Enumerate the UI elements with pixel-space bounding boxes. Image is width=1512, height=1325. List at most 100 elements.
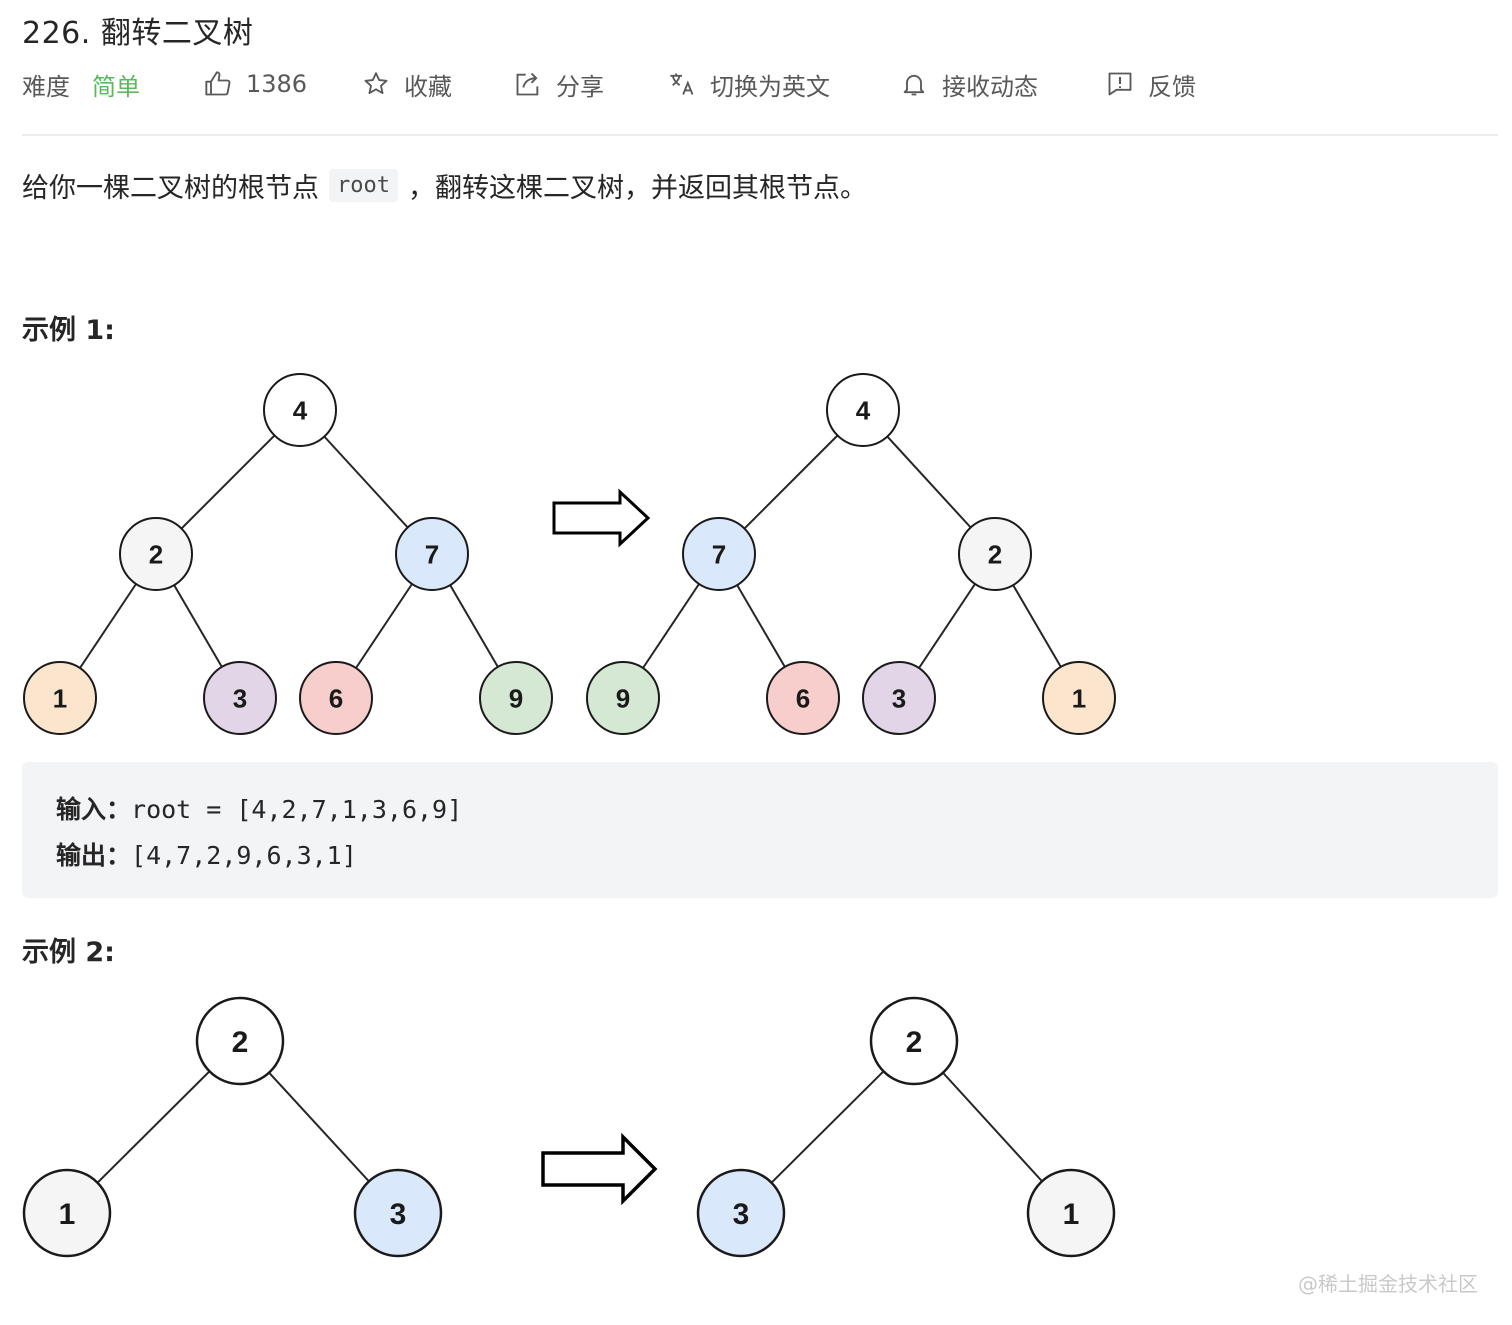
tree-node-circle — [395, 517, 469, 591]
tree-node-1: 1 — [1042, 661, 1116, 735]
arrow-right-icon — [552, 488, 651, 548]
tree-node-label: 3 — [733, 1198, 750, 1231]
tree-node-circle — [696, 1168, 786, 1258]
feedback-icon — [1108, 72, 1132, 96]
tree-node-circle — [766, 661, 840, 735]
tree-node-circle — [862, 661, 936, 735]
tree-node-circle — [195, 996, 285, 1086]
tree-node-circle — [263, 373, 337, 447]
problem-title: 226. 翻转二叉树 — [22, 16, 254, 51]
share-label: 分享 — [556, 72, 604, 101]
subscribe-label: 接收动态 — [942, 72, 1038, 101]
example-1-input: 输入：root = [4,2,7,1,3,6,9] — [56, 790, 462, 826]
tree-node-label: 9 — [616, 683, 630, 713]
tree-node-3: 3 — [203, 661, 277, 735]
tree-node-circle — [203, 661, 277, 735]
feedback-label: 反馈 — [1148, 72, 1196, 101]
tree-node-7: 7 — [395, 517, 469, 591]
tree-node-2: 2 — [195, 996, 285, 1086]
input-value: root = [4,2,7,1,3,6,9] — [131, 795, 463, 824]
tree-node-label: 7 — [712, 539, 726, 569]
tree-node-circle — [869, 996, 959, 1086]
translate-label: 切换为英文 — [710, 72, 830, 101]
example-2-tree-diagram: 2 1 3 2 3 1 — [22, 996, 1116, 1258]
tree-node-label: 3 — [892, 683, 906, 713]
tree-node-label: 4 — [856, 395, 871, 425]
watermark: @稀土掘金技术社区 — [1298, 1272, 1478, 1296]
tree-node-label: 1 — [1072, 683, 1086, 713]
tree-node-label: 1 — [1063, 1198, 1080, 1231]
tree-node-2: 2 — [958, 517, 1032, 591]
star-icon — [364, 72, 388, 95]
tree-nodes: 2 1 3 2 3 1 — [22, 996, 1116, 1258]
tree-edges — [59, 409, 1080, 699]
share-button[interactable]: 分享 — [514, 64, 604, 104]
description-text-before: 给你一棵二叉树的根节点 — [22, 173, 319, 204]
example-2-title: 示例 2: — [22, 937, 115, 968]
tree-node-3: 3 — [696, 1168, 786, 1258]
tree-node-3: 3 — [862, 661, 936, 735]
difficulty-label: 难度 — [22, 72, 70, 101]
example-1-output: 输出：[4,7,2,9,6,3,1] — [56, 836, 357, 872]
tree-node-label: 1 — [53, 683, 67, 713]
divider — [22, 134, 1498, 136]
output-value: [4,7,2,9,6,3,1] — [131, 841, 357, 870]
tree-node-circle — [1026, 1168, 1116, 1258]
tree-node-9: 9 — [479, 661, 553, 735]
favorite-label: 收藏 — [404, 72, 452, 101]
example-1-code-block: 输入：root = [4,2,7,1,3,6,9] 输出：[4,7,2,9,6,… — [22, 762, 1498, 898]
tree-node-7: 7 — [682, 517, 756, 591]
tree-node-label: 2 — [232, 1026, 249, 1059]
like-count: 1386 — [246, 70, 308, 98]
tree-node-2: 2 — [119, 517, 193, 591]
tree-node-1: 1 — [23, 661, 97, 735]
subscribe-button[interactable]: 接收动态 — [900, 64, 1038, 104]
feedback-button[interactable]: 反馈 — [1106, 64, 1196, 104]
like-button[interactable]: 1386 — [204, 64, 307, 104]
tree-node-circle — [353, 1168, 443, 1258]
tree-node-4: 4 — [826, 373, 900, 447]
tree-node-label: 1 — [59, 1198, 76, 1231]
tree-node-circle — [586, 661, 660, 735]
tree-node-label: 2 — [988, 539, 1002, 569]
tree-node-label: 3 — [233, 683, 247, 713]
output-label: 输出： — [56, 841, 132, 870]
tree-node-circle — [119, 517, 193, 591]
tree-node-3: 3 — [353, 1168, 443, 1258]
tree-node-6: 6 — [766, 661, 840, 735]
description-text-after: ，翻转这棵二叉树，并返回其根节点。 — [407, 173, 867, 204]
favorite-button[interactable]: 收藏 — [362, 64, 452, 104]
tree-node-circle — [826, 373, 900, 447]
translate-icon — [670, 73, 694, 95]
tree-node-label: 9 — [509, 683, 523, 713]
input-label: 输入： — [56, 795, 132, 824]
tree-node-label: 3 — [390, 1198, 407, 1231]
difficulty-value: 简单 — [92, 72, 140, 101]
tree-node-circle — [682, 517, 756, 591]
problem-description: 给你一棵二叉树的根节点 root ，翻转这棵二叉树，并返回其根节点。 — [22, 166, 867, 205]
tree-node-label: 6 — [796, 683, 810, 713]
tree-node-circle — [479, 661, 553, 735]
tree-node-label: 4 — [293, 395, 308, 425]
tree-node-circle — [22, 1168, 112, 1258]
arrow-right-icon — [541, 1132, 658, 1206]
tree-node-circle — [958, 517, 1032, 591]
tree-node-circle — [299, 661, 373, 735]
tree-node-9: 9 — [586, 661, 660, 735]
bell-icon — [903, 74, 925, 96]
thumbs-up-icon — [205, 71, 231, 96]
translate-button[interactable]: 切换为英文 — [668, 64, 830, 104]
tree-node-4: 4 — [263, 373, 337, 447]
tree-node-1: 1 — [1026, 1168, 1116, 1258]
tree-node-label: 2 — [906, 1026, 923, 1059]
example-1-title: 示例 1: — [22, 315, 115, 346]
share-icon — [516, 72, 539, 96]
tree-node-label: 2 — [149, 539, 163, 569]
tree-node-2: 2 — [869, 996, 959, 1086]
tree-node-label: 7 — [425, 539, 439, 569]
inline-code-root: root — [329, 169, 398, 202]
difficulty: 难度 简单 — [22, 64, 140, 104]
tree-node-circle — [1042, 661, 1116, 735]
